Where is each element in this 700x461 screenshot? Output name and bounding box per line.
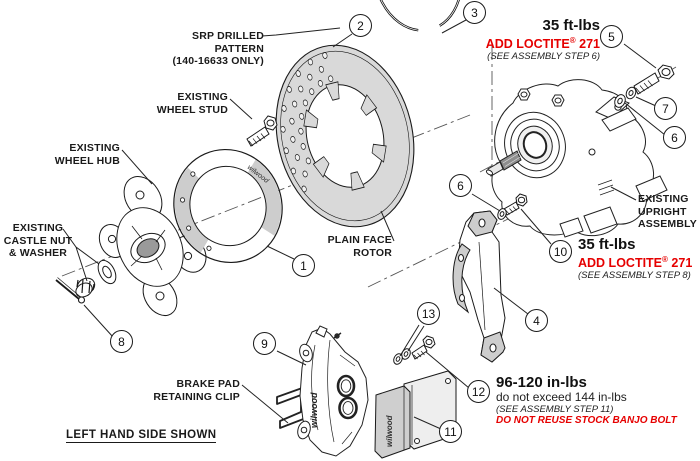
castle-nut-washer bbox=[75, 259, 117, 298]
balloon-8: 8 bbox=[110, 330, 133, 353]
balloon-7: 7 bbox=[654, 97, 677, 120]
upright-bolt bbox=[614, 64, 675, 108]
balloon-3: 3 bbox=[463, 1, 486, 24]
caliper bbox=[297, 325, 369, 457]
balloon-6-bracket-bolt: 6 bbox=[449, 174, 472, 197]
rotor-adapter bbox=[156, 132, 300, 280]
balloon-1: 1 bbox=[292, 254, 315, 277]
pad-logo: wilwood bbox=[385, 414, 394, 447]
wheel-stud bbox=[246, 115, 278, 147]
snap-ring bbox=[364, 0, 470, 37]
footer-note: LEFT HAND SIDE SHOWN bbox=[66, 429, 217, 443]
balloon-2: 2 bbox=[349, 14, 372, 37]
banjo-bolt-washers bbox=[393, 335, 436, 365]
bracket-bolt bbox=[497, 193, 528, 220]
balloon-10: 10 bbox=[549, 240, 572, 263]
rotor-drill-holes bbox=[280, 52, 334, 193]
balloon-13: 13 bbox=[417, 302, 440, 325]
upright-assembly bbox=[485, 79, 668, 238]
cotter-pin bbox=[55, 277, 86, 304]
caliper-logo: wilwood bbox=[309, 392, 319, 428]
torque-note-step6: 35 ft-lbs ADD LOCTITE® 271 (SEE ASSEMBLY… bbox=[485, 17, 600, 63]
balloon-9: 9 bbox=[253, 332, 276, 355]
caliper-bracket bbox=[452, 210, 506, 363]
balloon-4: 4 bbox=[525, 309, 548, 332]
torque-note-step11: 96-120 in-lbs do not exceed 144 in-lbs (… bbox=[496, 374, 677, 426]
balloon-6-upright-bolt: 6 bbox=[663, 126, 686, 149]
leader-lines bbox=[62, 19, 666, 430]
rotor-scallop-tabs bbox=[303, 81, 387, 191]
torque-note-step8: 35 ft-lbs ADD LOCTITE® 271 (SEE ASSEMBLY… bbox=[578, 236, 693, 282]
balloon-11: 11 bbox=[439, 420, 462, 443]
balloon-12: 12 bbox=[467, 380, 490, 403]
rotor bbox=[258, 30, 433, 241]
balloon-5: 5 bbox=[600, 25, 623, 48]
